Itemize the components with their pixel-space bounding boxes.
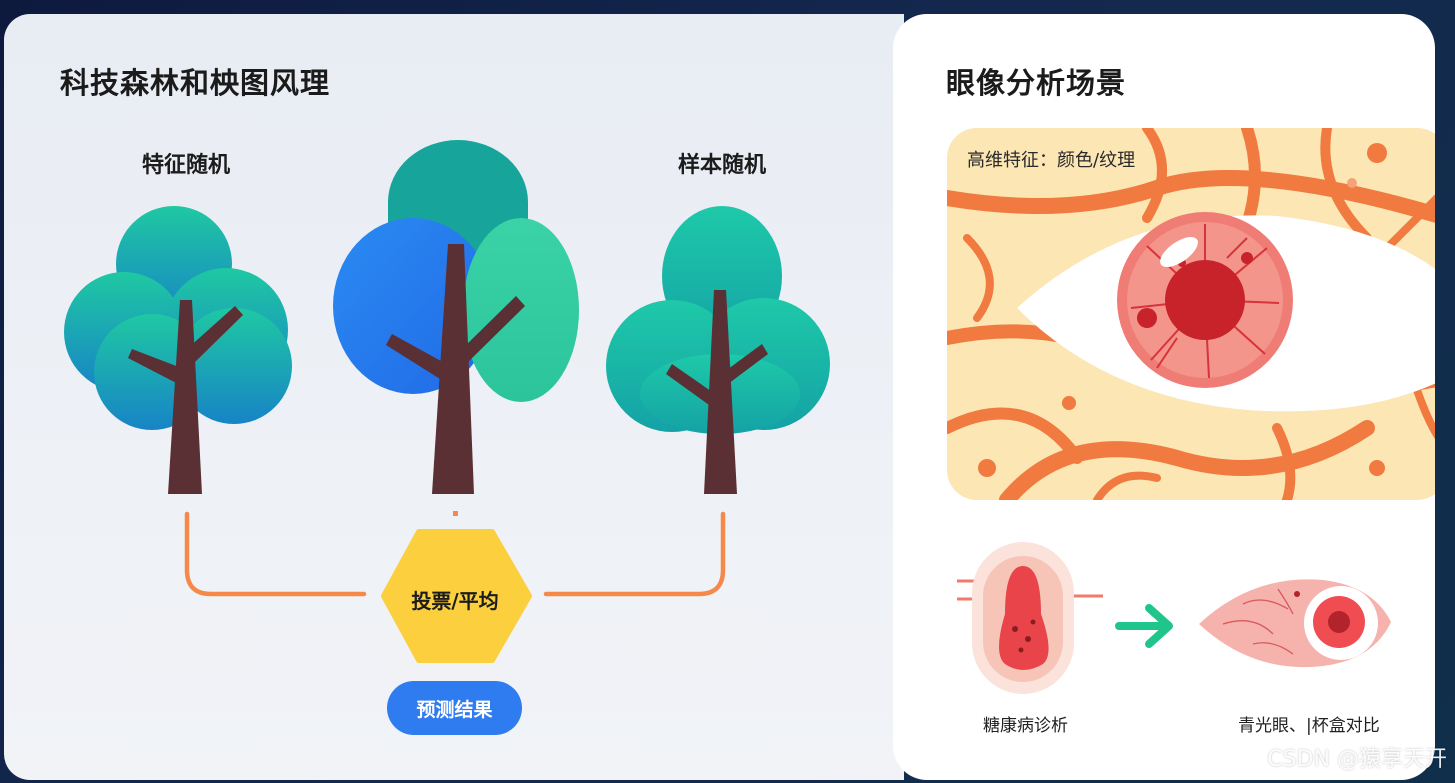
panel-title: 科技森林和柍图风理 bbox=[60, 66, 331, 100]
tree-center bbox=[333, 140, 579, 516]
feature-random-label: 特征随机 bbox=[141, 153, 231, 178]
eye-illustration: 高维特征：颜色/纹理 bbox=[947, 128, 1435, 500]
connector-right bbox=[543, 511, 726, 597]
vote-average-label: 投票/平均 bbox=[411, 589, 499, 613]
glaucoma-eye-icon bbox=[1199, 579, 1391, 668]
arrow-right-icon bbox=[1115, 604, 1173, 648]
prediction-result-button[interactable]: 预测结果 bbox=[387, 681, 522, 735]
comparison-icons bbox=[957, 542, 1391, 694]
eye-analysis-panel: 眼像分析场景 bbox=[893, 14, 1435, 780]
diabetes-retina-icon bbox=[972, 542, 1074, 694]
forest-diagram bbox=[64, 140, 830, 663]
glaucoma-caption: 青光眼、|杯盒对比 bbox=[1238, 716, 1380, 736]
tree-sample-random bbox=[606, 206, 830, 494]
connector-left bbox=[184, 511, 367, 597]
sample-random-label: 样本随机 bbox=[677, 153, 767, 178]
panel-title: 眼像分析场景 bbox=[946, 66, 1127, 100]
diabetes-caption: 糖康病诊析 bbox=[983, 716, 1068, 736]
feature-annotation: 高维特征：颜色/纹理 bbox=[967, 150, 1136, 171]
random-forest-panel: 科技森林和柍图风理 特征随机 样本随机 bbox=[4, 14, 904, 780]
tree-feature-random bbox=[64, 206, 292, 494]
vote-hexagon bbox=[381, 529, 532, 663]
watermark: CSDN @猿享天开 bbox=[1267, 747, 1447, 772]
